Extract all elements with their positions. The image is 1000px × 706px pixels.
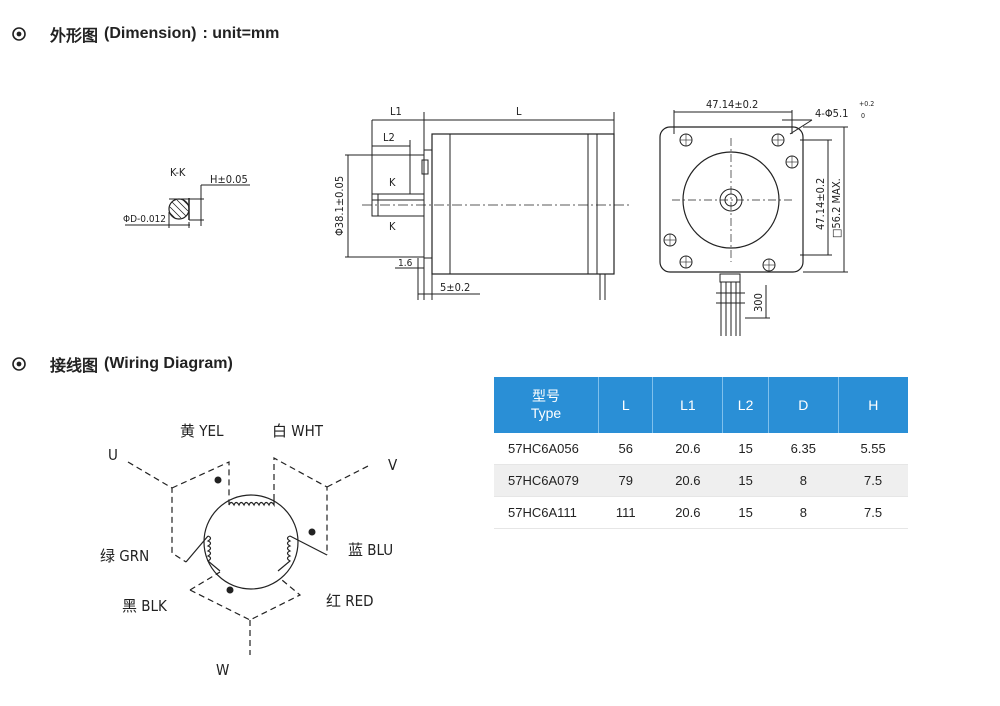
phase-u-label: U (108, 446, 118, 464)
header-type-cn: 型号 (532, 388, 560, 404)
cell-l1: 20.6 (652, 464, 723, 497)
shaft-section-view (125, 184, 250, 228)
holes-tol-lower: 0 (861, 112, 865, 120)
target-bullet-icon (12, 27, 26, 41)
cell-h: 5.55 (838, 433, 908, 465)
wire-blk-label: 黑 BLK (122, 597, 168, 615)
section-title-wiring: 接线图 (Wiring Diagram) (12, 352, 233, 376)
cell-l: 111 (598, 496, 653, 529)
boss-label: 5±0.2 (440, 281, 470, 294)
mounting-hole (679, 255, 693, 269)
table-row: 57HC6A056 56 20.6 15 6.35 5.55 (494, 433, 908, 465)
wire-red-label: 红 RED (326, 592, 374, 610)
header-l2: L2 (722, 377, 769, 433)
target-bullet-icon (12, 357, 26, 371)
wire-blu-label: 蓝 BLU (348, 541, 393, 559)
mounting-hole (771, 133, 785, 147)
lead-length-label: 300 (752, 293, 765, 312)
motor-spec-table: 型号 Type L L1 L2 D H 57HC6A056 56 20.6 15… (494, 377, 908, 529)
cell-h: 7.5 (838, 464, 908, 497)
cell-l1: 20.6 (652, 433, 723, 465)
max-size-label: □56.2 MAX. (830, 178, 843, 238)
shaft-diameter-label: Φ38.1±0.05 (333, 176, 346, 236)
motor-front-view (659, 110, 848, 336)
phase-w-label: W (216, 661, 229, 679)
kk-label: K-K (170, 166, 186, 179)
k-bottom-label: K (389, 220, 396, 233)
section-title-dimension: 外形图 (Dimension) : unit=mm (12, 22, 279, 46)
cell-l2: 15 (722, 464, 769, 497)
mounting-hole (762, 258, 776, 272)
wiring-title-cn: 接线图 (50, 358, 99, 375)
wiring-diagram (127, 456, 371, 655)
phase-v-label: V (388, 456, 398, 474)
cell-l: 79 (598, 464, 653, 497)
wire-yel-label: 黄 YEL (180, 422, 224, 440)
l-label: L (516, 105, 522, 118)
header-type: 型号 Type (494, 377, 599, 433)
width-dim-label: 47.14±0.2 (706, 98, 758, 111)
cell-l2: 15 (722, 433, 769, 465)
flange-thickness-label: 1.6 (398, 258, 413, 269)
header-l1: L1 (652, 377, 724, 433)
header-h: H (838, 377, 908, 433)
cell-type: 57HC6A111 (494, 496, 599, 529)
l1-label: L1 (390, 105, 402, 118)
d-dim-label: ΦD-0.012 (123, 214, 166, 225)
wire-grn-label: 绿 GRN (100, 547, 149, 565)
k-top-label: K (389, 176, 396, 189)
height-dim-label: 47.14±0.2 (814, 178, 827, 230)
cell-l2: 15 (722, 496, 769, 529)
header-d: D (768, 377, 839, 433)
mounting-hole (785, 155, 799, 169)
cell-type: 57HC6A079 (494, 464, 599, 497)
mounting-hole (663, 233, 677, 247)
dimension-title-cn: 外形图 (50, 28, 99, 45)
table-row: 57HC6A079 79 20.6 15 8 7.5 (494, 464, 908, 497)
cell-h: 7.5 (838, 496, 908, 529)
dimension-title-en: (Dimension) (104, 25, 197, 42)
cell-type: 57HC6A056 (494, 433, 599, 465)
cell-d: 8 (768, 464, 839, 497)
table-header-row: 型号 Type L L1 L2 D H (494, 377, 908, 433)
h-dim-label: H±0.05 (210, 173, 248, 186)
dimension-title-unit: : unit=mm (202, 25, 280, 42)
cell-d: 8 (768, 496, 839, 529)
header-l: L (598, 377, 654, 433)
holes-label: 4-Φ5.1 (815, 107, 848, 120)
cell-d: 6.35 (768, 433, 839, 465)
l2-label: L2 (383, 131, 395, 144)
table-row: 57HC6A111 111 20.6 15 8 7.5 (494, 496, 908, 529)
motor-side-view (345, 112, 630, 300)
header-type-en: Type (530, 405, 562, 421)
holes-tol-upper: +0.2 (859, 100, 874, 108)
wiring-title-en: (Wiring Diagram) (104, 355, 233, 372)
cell-l: 56 (598, 433, 653, 465)
cell-l1: 20.6 (652, 496, 723, 529)
wire-wht-label: 白 WHT (272, 422, 324, 440)
mounting-hole (679, 133, 693, 147)
